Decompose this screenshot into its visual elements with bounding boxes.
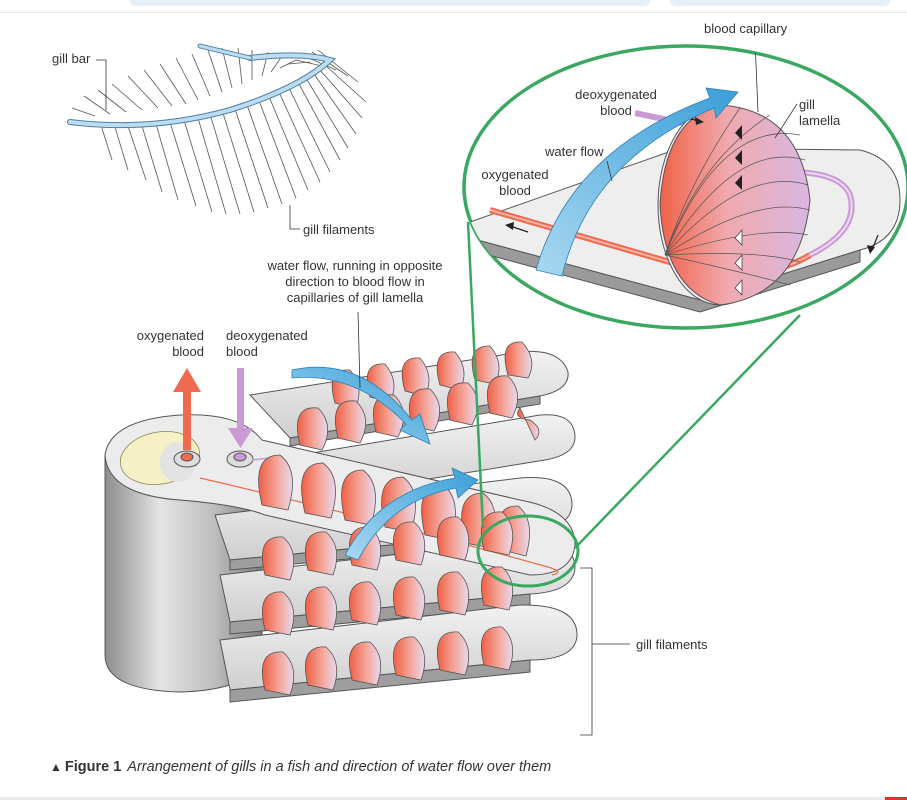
caption-text: Arrangement of gills in a fish and direc… [127, 759, 552, 775]
deoxygenated-line-1: deoxygenated [226, 328, 308, 343]
bottom-corner-accent [885, 797, 907, 800]
label-deoxygenated-blood-zoom: deoxygenated blood [566, 87, 666, 119]
label-water-flow-note: water flow, running in opposite directio… [250, 258, 460, 306]
oxygenated-line-1: oxygenated [136, 328, 204, 343]
oxygenated-arrow [173, 368, 201, 450]
gill-lamella-line-1: gill [799, 97, 815, 112]
gill-arch-drawing [67, 43, 367, 230]
top-divider [0, 12, 907, 13]
label-oxygenated-blood: oxygenated blood [120, 328, 204, 360]
label-gill-filaments-right: gill filaments [636, 637, 708, 652]
label-gill-lamella: gill lamella [799, 97, 840, 129]
zoom-circle [462, 44, 907, 588]
bottom-bar [0, 797, 907, 800]
oxygenated-line-2: blood [172, 344, 204, 359]
label-water-flow-zoom: water flow [545, 144, 604, 159]
top-pill-left [130, 0, 650, 6]
label-blood-capillary: blood capillary [704, 21, 788, 36]
water-flow-note-line-1: water flow, running in opposite [267, 258, 443, 273]
deoxygenated-line-2: blood [226, 344, 258, 359]
oxygenated-zoom-line-1: oxygenated [481, 167, 549, 182]
deoxygenated-zoom-line-2: blood [600, 103, 632, 118]
label-deoxygenated-blood: deoxygenated blood [226, 328, 308, 360]
figure-caption: ▲Figure 1 Arrangement of gills in a fish … [50, 759, 551, 775]
gill-block-drawing [104, 311, 630, 736]
deoxygenated-zoom-line-1: deoxygenated [575, 87, 657, 102]
water-flow-arrow [291, 366, 479, 561]
label-gill-bar: gill bar [52, 51, 91, 66]
oxygenated-zoom-line-2: blood [499, 183, 531, 198]
top-pill-right [670, 0, 890, 6]
caption-figure-number: Figure 1 [64, 759, 122, 775]
deoxygenated-arrow [228, 368, 253, 448]
gill-lamella-line-2: lamella [799, 113, 841, 128]
top-toolbar-strip [130, 0, 890, 6]
caption-marker: ▲ [50, 760, 62, 774]
water-flow-note-line-3: capillaries of gill lamella [286, 290, 424, 305]
label-gill-filaments-top: gill filaments [303, 222, 375, 237]
water-flow-note-line-2: direction to blood flow in [285, 274, 425, 289]
label-oxygenated-blood-zoom: oxygenated blood [476, 167, 554, 199]
